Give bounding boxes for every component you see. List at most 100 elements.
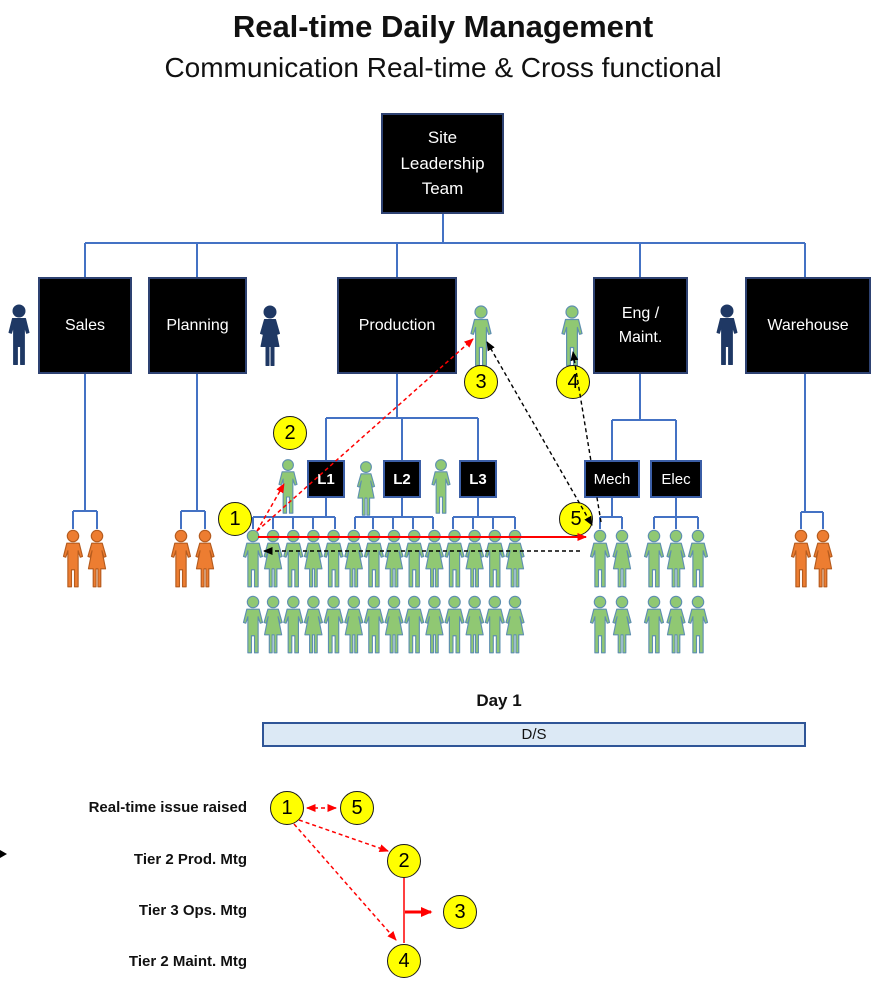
person-female-icon	[263, 595, 283, 654]
arrow-1-to-2-red-dashed	[256, 483, 285, 532]
org-box-l1: L1	[307, 460, 345, 498]
person-male-icon	[716, 304, 738, 365]
person-female-icon	[813, 529, 833, 588]
step-marker-4: 4	[556, 365, 590, 399]
org-box-label: L3	[469, 470, 487, 488]
person-male-icon	[283, 595, 304, 654]
sequence-node-number: 3	[454, 900, 466, 923]
org-box-label: Planning	[166, 316, 229, 334]
person-male-icon	[444, 529, 465, 588]
person-female-icon	[505, 595, 525, 654]
person-female-icon	[666, 595, 686, 654]
person-female-icon	[263, 529, 283, 588]
person-female-icon	[384, 529, 404, 588]
org-box-label: Warehouse	[767, 316, 849, 334]
step-marker-number: 2	[284, 421, 296, 444]
org-box-mech: Mech	[584, 460, 640, 498]
person-male-icon	[484, 595, 505, 654]
org-box-elec: Elec	[650, 460, 702, 498]
timeline-day-label: Day 1	[476, 691, 522, 710]
person-male-icon	[643, 529, 665, 588]
person-male-icon	[404, 529, 425, 588]
person-female-icon	[195, 529, 215, 588]
sequence-row-label-tier2-prod: Tier 2 Prod. Mtg	[133, 851, 247, 868]
org-box-production: Production	[337, 277, 457, 374]
sequence-node-2: 2	[387, 844, 421, 878]
page-subtitle: Communication Real-time & Cross function…	[164, 52, 722, 83]
sequence-node-1: 1	[270, 791, 304, 825]
page-title: Real-time Daily Management	[232, 9, 654, 44]
person-male-icon	[242, 529, 264, 588]
seq-arrow-1-to-4	[293, 823, 397, 941]
org-box-label: Eng / Maint.	[618, 305, 663, 346]
sequence-node-number: 5	[351, 796, 363, 819]
person-female-icon	[87, 529, 107, 588]
org-box-sales: Sales	[38, 277, 132, 374]
org-box-label: L2	[393, 470, 411, 488]
person-male-icon	[404, 595, 425, 654]
step-marker-1: 1	[218, 502, 252, 536]
person-male-icon	[484, 529, 505, 588]
person-female-icon	[465, 595, 485, 654]
person-male-icon	[561, 305, 583, 367]
sequence-node-number: 1	[281, 796, 293, 819]
org-box-planning: Planning	[148, 277, 247, 374]
org-box-label: Mech	[593, 470, 631, 488]
org-box-label: L1	[317, 470, 335, 488]
org-box-label: Site Leadership Team	[400, 128, 485, 199]
sequence-row-label-issue: Real-time issue raised	[88, 799, 247, 816]
step-marker-5: 5	[559, 502, 593, 536]
org-box-l2: L2	[383, 460, 421, 498]
sequence-arrows	[0, 804, 433, 943]
person-female-icon	[612, 595, 632, 654]
org-box-eng-maint: Eng / Maint.	[593, 277, 688, 374]
person-female-icon	[344, 595, 364, 654]
timeline-shift-bar: D/S	[262, 722, 806, 747]
person-female-icon	[612, 529, 632, 588]
person-male-icon	[470, 305, 492, 367]
org-box-l3: L3	[459, 460, 497, 498]
person-male-icon	[323, 529, 344, 588]
person-male-icon	[242, 595, 264, 654]
timeline-shift-label: D/S	[521, 726, 547, 743]
sequence-node-number: 2	[398, 849, 410, 872]
sequence-node-3: 3	[443, 895, 477, 929]
person-female-icon	[424, 529, 444, 588]
org-box-label: Elec	[661, 470, 691, 488]
step-marker-2: 2	[273, 416, 307, 450]
step-marker-number: 1	[229, 507, 241, 530]
org-box-label: Production	[358, 316, 436, 334]
person-male-icon	[431, 459, 451, 514]
person-female-icon	[303, 595, 323, 654]
sequence-row-label-tier2-maint: Tier 2 Maint. Mtg	[128, 953, 247, 970]
step-marker-3: 3	[464, 365, 498, 399]
sequence-row-label-tier3-ops: Tier 3 Ops. Mtg	[138, 902, 247, 919]
person-female-icon	[260, 305, 280, 366]
person-male-icon	[790, 529, 812, 588]
person-male-icon	[8, 304, 30, 365]
person-male-icon	[589, 529, 611, 588]
person-female-icon	[666, 529, 686, 588]
person-male-icon	[278, 459, 298, 514]
person-male-icon	[62, 529, 84, 588]
person-male-icon	[687, 595, 709, 654]
person-male-icon	[687, 529, 709, 588]
step-marker-number: 4	[567, 370, 579, 393]
sequence-node-number: 4	[398, 949, 410, 972]
person-female-icon	[424, 595, 444, 654]
person-male-icon	[283, 529, 304, 588]
person-male-icon	[363, 595, 384, 654]
left-edge-arrow-artifact	[0, 850, 7, 858]
person-female-icon	[384, 595, 404, 654]
person-female-icon	[465, 529, 485, 588]
person-male-icon	[643, 595, 665, 654]
org-box-site-leadership: Site Leadership Team	[381, 113, 504, 214]
person-male-icon	[444, 595, 465, 654]
person-male-icon	[363, 529, 384, 588]
person-female-icon	[303, 529, 323, 588]
person-female-icon	[356, 461, 376, 516]
person-male-icon	[589, 595, 611, 654]
sequence-node-5: 5	[340, 791, 374, 825]
step-marker-number: 5	[570, 507, 582, 530]
